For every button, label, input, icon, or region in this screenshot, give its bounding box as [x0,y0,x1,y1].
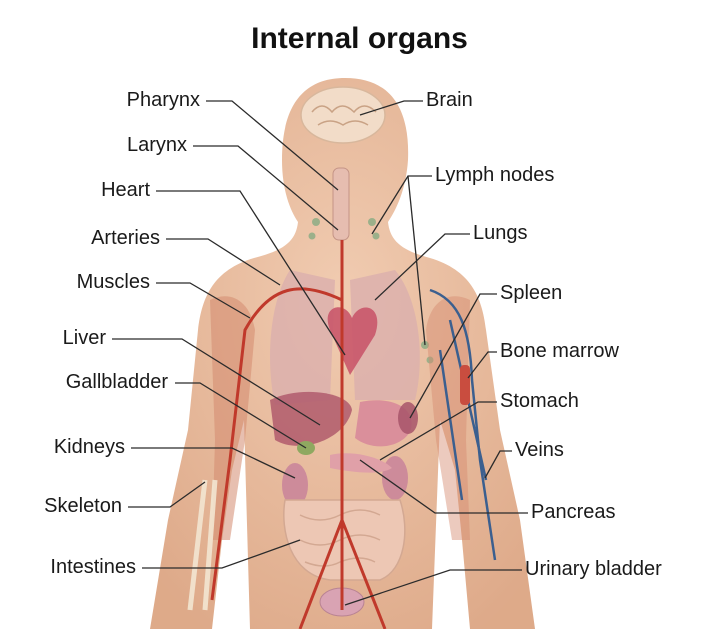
label-pharynx: Pharynx [126,89,200,111]
label-veins: Veins [515,439,564,461]
label-spleen: Spleen [500,282,563,304]
label-brain: Brain [426,89,473,111]
label-lungs: Lungs [473,222,528,244]
label-lymph-nodes: Lymph nodes [435,164,555,186]
label-muscles: Muscles [76,271,150,293]
label-heart: Heart [101,179,150,201]
diagram-title: Internal organs [251,22,468,55]
heart-shape [327,307,378,375]
stomach-shape [355,400,412,447]
label-larynx: Larynx [126,134,187,156]
kidneys-shape [282,463,308,507]
label-pancreas: Pancreas [531,501,616,523]
muscle-shape [210,296,255,540]
lungs-shape [270,270,335,405]
label-intestines: Intestines [50,556,136,578]
pharynx-shape [332,167,350,241]
pancreas-shape [330,453,392,473]
label-urinary-bladder: Urinary bladder [525,558,662,580]
label-liver: Liver [62,327,106,349]
label-kidneys: Kidneys [53,436,125,458]
label-bone-marrow: Bone marrow [500,340,619,362]
spleen-shape [398,402,418,434]
skeleton-shape [187,479,218,611]
label-skeleton: Skeleton [44,495,122,517]
label-gallbladder: Gallbladder [65,371,168,393]
arteries-shape [210,240,387,629]
lymph-nodes-shape [308,218,434,364]
leader-lines [112,100,528,606]
label-arteries: Arteries [91,227,160,249]
bone-marrow-shape [460,365,470,405]
brain-shape [300,86,386,144]
label-stomach: Stomach [500,390,579,412]
